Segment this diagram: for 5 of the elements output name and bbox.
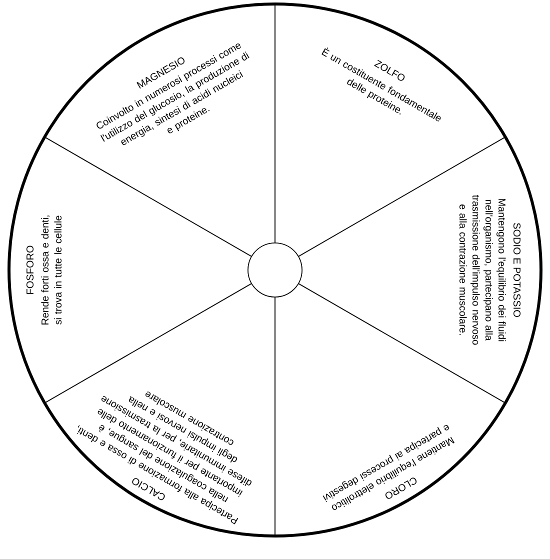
sector-title: SODIO E POTASSIO <box>513 223 521 317</box>
sector-description: Rende forti ossa e denti, si trova in tutte le cellule <box>41 216 62 324</box>
sector-description: Mantengono l'equilibrio dei fluidi nell'organismo, partecipano alla trasmissione dell'impulso nervoso e alla contrazione muscolare. <box>459 195 506 345</box>
sector-title: FOSFORO <box>26 246 34 294</box>
center-circle <box>248 242 302 298</box>
